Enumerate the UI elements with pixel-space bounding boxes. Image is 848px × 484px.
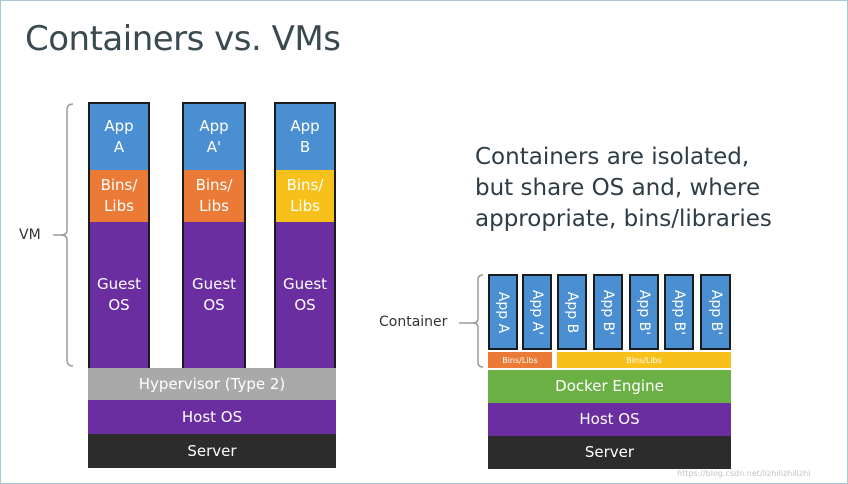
container-app-label: App B'	[671, 289, 688, 335]
vm-host-os-layer: Host OS	[88, 400, 336, 434]
container-app-label: App B'	[636, 289, 653, 335]
vm-server-layer: Server	[88, 434, 336, 468]
container-app-block: App A'	[522, 274, 552, 350]
container-server-layer: Server	[488, 436, 731, 469]
container-app-label: App B'	[600, 289, 617, 335]
hypervisor-layer: Hypervisor (Type 2)	[88, 368, 336, 400]
container-label: Container	[379, 314, 448, 330]
vm-bins-block: Bins/ Libs	[182, 170, 246, 222]
vm-app-block: App B	[274, 102, 336, 170]
containers-note: Containers are isolated, but share OS an…	[475, 144, 772, 232]
container-app-label: App A	[495, 291, 512, 333]
container-bracket	[459, 274, 484, 368]
docker-engine-layer: Docker Engine	[488, 370, 731, 403]
vm-label: VM	[19, 227, 41, 243]
vm-guest-os-block: Guest OS	[88, 222, 150, 368]
container-app-block: App B	[557, 274, 587, 350]
vm-guest-os-block: Guest OS	[274, 222, 336, 368]
watermark: https://blog.csdn.net/lizhilizhilizhi	[677, 469, 811, 478]
container-bins-block: Bins/Libs	[488, 352, 552, 368]
container-bins-block: Bins/Libs	[557, 352, 731, 368]
container-app-block: App B'	[629, 274, 659, 350]
container-app-block: App B'	[593, 274, 623, 350]
container-app-label: App B	[564, 291, 581, 333]
container-app-block: App B'	[700, 274, 731, 350]
container-app-block: App A	[488, 274, 518, 350]
vm-app-block: App A	[88, 102, 150, 170]
vm-bracket	[53, 103, 74, 367]
container-app-label: App A'	[529, 289, 546, 335]
vm-bins-block: Bins/ Libs	[274, 170, 336, 222]
slide-title: Containers vs. VMs	[25, 19, 341, 59]
container-app-block: App B'	[664, 274, 694, 350]
vm-bins-block: Bins/ Libs	[88, 170, 150, 222]
container-host-os-layer: Host OS	[488, 403, 731, 436]
vm-app-block: App A'	[182, 102, 246, 170]
vm-guest-os-block: Guest OS	[182, 222, 246, 368]
container-app-label: App B'	[708, 289, 725, 335]
